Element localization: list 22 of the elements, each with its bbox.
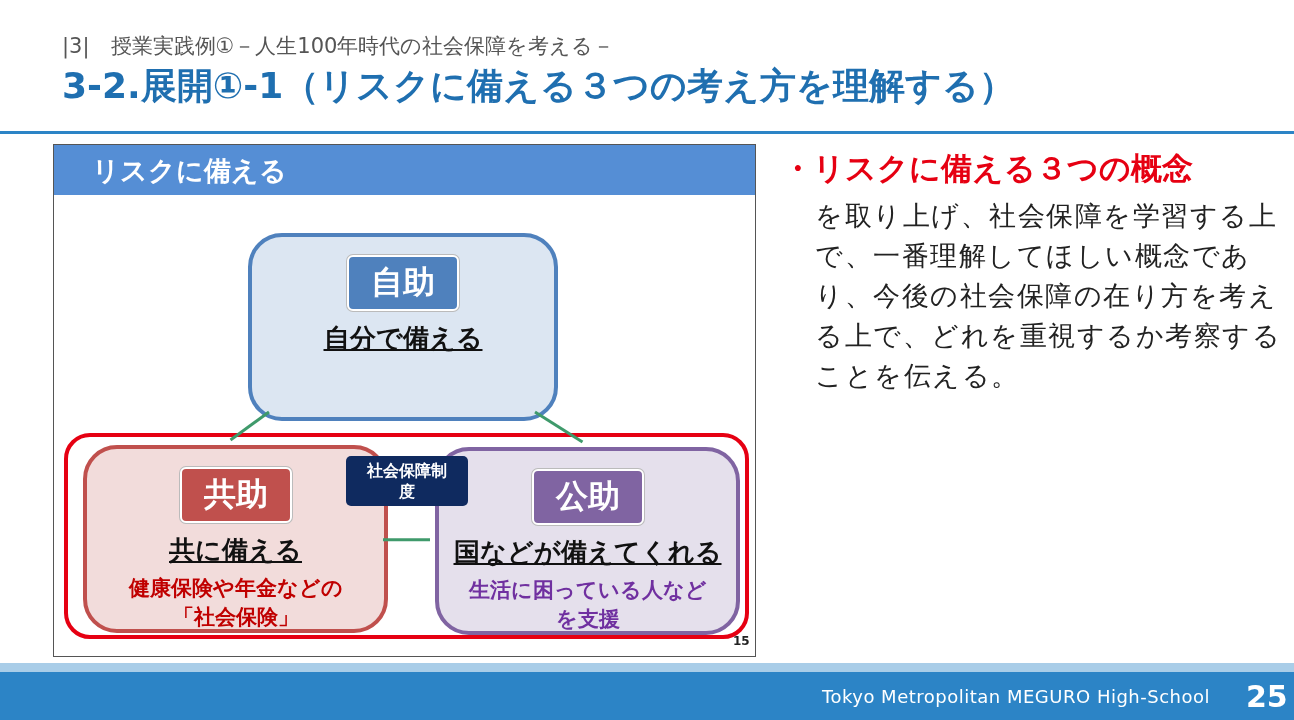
subtitle-text: 国などが備えてくれる — [453, 536, 722, 569]
body-paragraph: を取り上げ、社会保障を学習する上で、一番理解してほしい概念であり、今後の社会保障の在り方を考える上で、どれを重視するか考察することを伝える。 — [815, 199, 1282, 393]
bullet-heading: ・リスクに備える３つの概念 — [782, 149, 1193, 188]
subtitle-text: 自分で備える — [323, 322, 483, 355]
connector-line — [534, 410, 584, 444]
slide-panel — [53, 144, 756, 657]
subtitle-text: 共に備える — [169, 534, 302, 567]
connector-line — [383, 538, 430, 542]
section-heading: |3| 授業実践例①－人生100年時代の社会保障を考える－ — [62, 33, 615, 60]
school-name: Tokyo Metropolitan MEGURO High-School — [822, 686, 1210, 707]
title-badge: 共助 — [179, 467, 292, 523]
description-text: 健康保険や年金などの「社会保険」 — [127, 575, 344, 632]
page-number: 25 — [1246, 679, 1288, 714]
connector-line — [229, 410, 270, 442]
group-label: 社会保障制度 — [346, 456, 468, 506]
panel-header: リスクに備える — [54, 145, 755, 195]
title-badge: 公助 — [531, 469, 644, 525]
description-text: 生活に困っている人などを支援 — [467, 577, 708, 634]
title-badge: 自助 — [347, 255, 459, 311]
slide-title: 3-2.展開①-1（リスクに備える３つの考え方を理解する） — [62, 64, 1016, 108]
concept-box — [248, 233, 558, 421]
slide-number: 15 — [733, 634, 750, 648]
